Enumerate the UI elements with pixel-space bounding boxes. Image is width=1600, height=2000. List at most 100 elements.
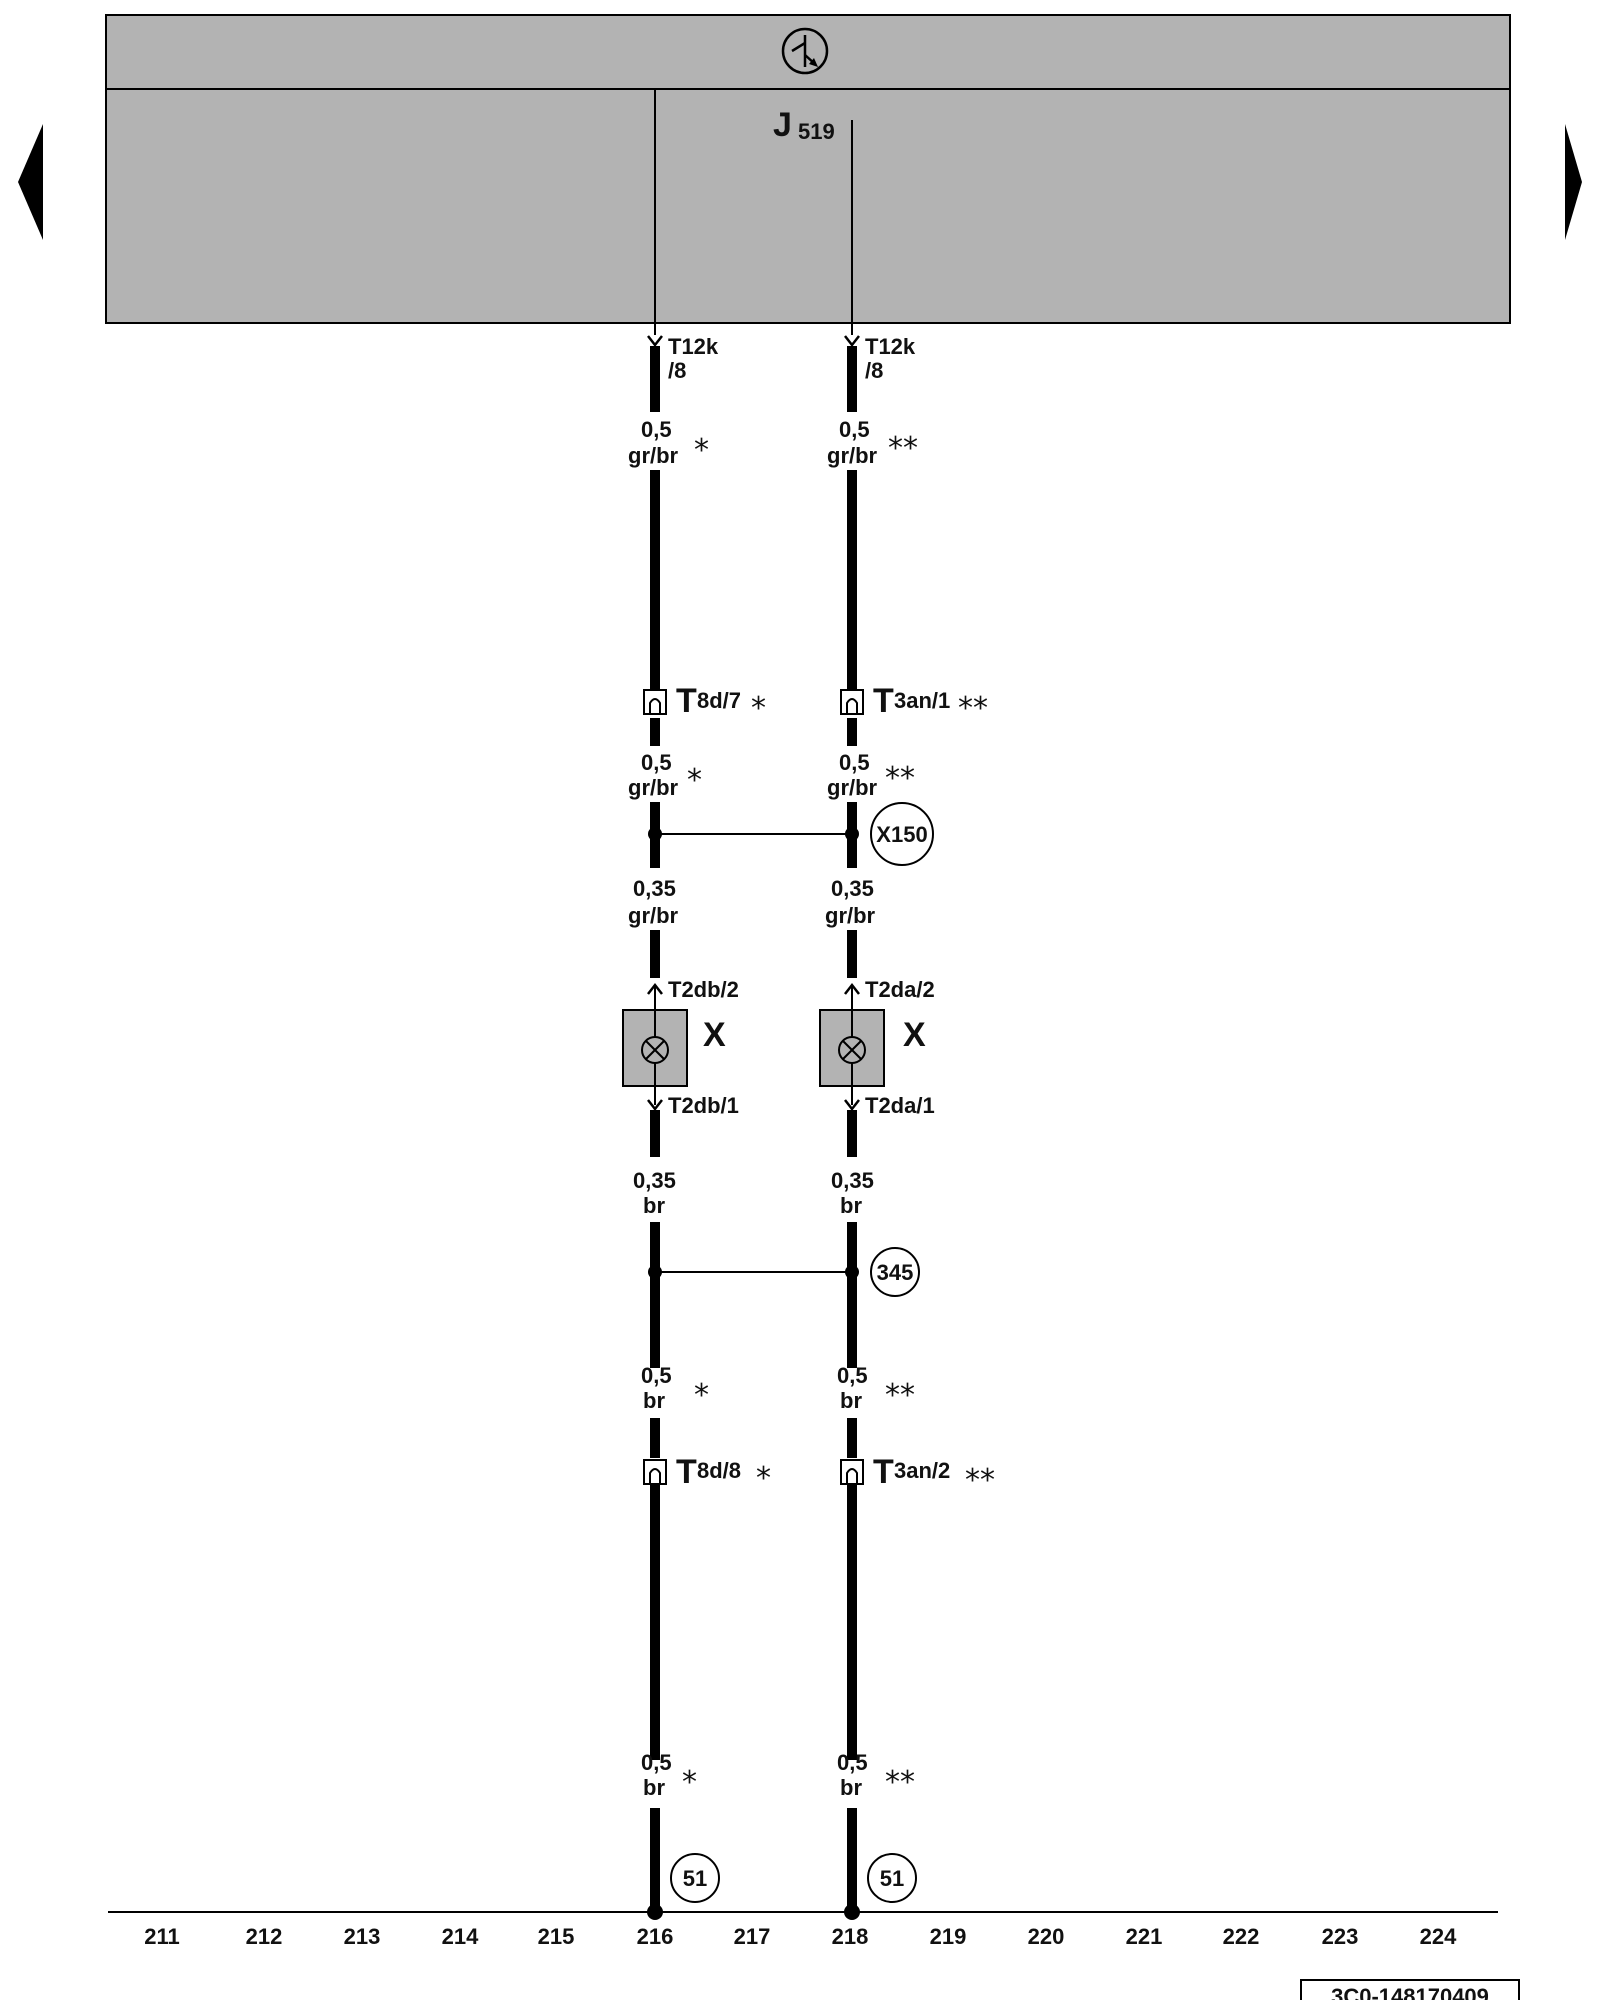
scale-number: 218	[832, 1924, 869, 1949]
wire-color: br	[840, 1388, 862, 1413]
scale-number: 214	[442, 1924, 479, 1949]
wire-size: 0,35	[831, 876, 874, 901]
variant-mark: **	[965, 1463, 995, 1498]
connector-letter: T	[873, 682, 894, 720]
ground-point-badge	[867, 1853, 917, 1903]
scale-number: 223	[1322, 1924, 1359, 1949]
pin-label: T12k	[865, 334, 916, 359]
pin-label: T2db/2	[668, 977, 739, 1002]
connector-icon	[840, 689, 864, 715]
wire-size: 0,5	[641, 1750, 672, 1775]
splice-label: X150	[876, 822, 927, 847]
pin-label: T2da/2	[865, 977, 935, 1002]
wire-color: br	[643, 1193, 665, 1218]
variant-mark: *	[694, 1378, 709, 1413]
splice-badge	[870, 1247, 920, 1297]
connector-letter: T	[676, 682, 697, 720]
variant-mark: **	[885, 1765, 915, 1800]
scale-number: 212	[246, 1924, 283, 1949]
wire-color: gr/br	[825, 903, 876, 928]
wire-size: 0,5	[837, 1363, 868, 1388]
connector-label: 3an/1	[894, 688, 950, 713]
splice-345: 345	[648, 1247, 920, 1297]
scale-number: 216	[637, 1924, 674, 1949]
pin-label: T12k	[668, 334, 719, 359]
wire-color: gr/br	[628, 775, 679, 800]
scale-number: 222	[1223, 1924, 1260, 1949]
pin-arrow-icon	[647, 1099, 663, 1112]
wire-color: br	[840, 1775, 862, 1800]
variant-mark: **	[885, 761, 915, 796]
splice-x150: X150	[648, 802, 934, 866]
control-module-box	[105, 14, 1511, 324]
junction-dot	[648, 1265, 662, 1279]
prev-page-arrow-icon[interactable]	[18, 124, 43, 240]
lamp-bulb-icon	[641, 1010, 669, 1086]
pin-label: T2da/1	[865, 1093, 935, 1118]
pin-number: /8	[865, 358, 883, 383]
control-module-j519: J 519	[105, 14, 1511, 324]
wire-size: 0,35	[831, 1168, 874, 1193]
variant-mark: *	[751, 691, 766, 726]
wire-size: 0,35	[633, 1168, 676, 1193]
position-scale: 211 212 213 214 215 216 217 218 219 220 221 222 223 2…	[144, 1924, 1457, 1949]
junction-dot	[845, 1265, 859, 1279]
pin-arrow-icon	[844, 335, 860, 348]
variant-mark: **	[885, 1378, 915, 1413]
module-name: J	[773, 106, 792, 144]
module-number: 519	[798, 119, 835, 144]
connector-label: 3an/2	[894, 1458, 950, 1483]
scale-number: 217	[734, 1924, 771, 1949]
splice-badge	[870, 802, 934, 866]
ground-point-label: 51	[683, 1866, 707, 1891]
wire-color: gr/br	[827, 443, 878, 468]
scale-number: 221	[1126, 1924, 1163, 1949]
wire-color: br	[643, 1775, 665, 1800]
connector-label: 8d/8	[697, 1458, 741, 1483]
scale-number: 213	[344, 1924, 381, 1949]
wire-color: gr/br	[628, 443, 679, 468]
lamp-label: X	[703, 1016, 726, 1054]
wire-left: T12k /8 0,5 gr/br * T 8d/7 * 0,5 gr/br *…	[622, 334, 771, 1920]
lamp-bulb-icon	[838, 1010, 866, 1086]
connector-letter: T	[873, 1453, 894, 1491]
wire-size: 0,5	[641, 417, 672, 442]
wire-color: br	[840, 1193, 862, 1218]
variant-mark: **	[888, 431, 918, 466]
wire-size: 0,5	[839, 750, 870, 775]
wire-size: 0,5	[641, 1363, 672, 1388]
diagram-id-box: 3C0-148170409	[1300, 1979, 1520, 2000]
scale-number: 211	[144, 1924, 180, 1949]
junction-dot	[845, 827, 859, 841]
connector-icon	[643, 1459, 667, 1485]
variant-mark: **	[958, 691, 988, 726]
scale-number: 220	[1028, 1924, 1065, 1949]
pin-label: T2db/1	[668, 1093, 739, 1118]
wire-color: gr/br	[827, 775, 878, 800]
ground-point-label: 51	[880, 1866, 904, 1891]
connector-label: 8d/7	[697, 688, 741, 713]
wire-color: gr/br	[628, 903, 679, 928]
pin-arrow-icon	[844, 1099, 860, 1112]
lamp-label: X	[903, 1016, 926, 1054]
connector-icon	[643, 689, 667, 715]
wire-size: 0,5	[837, 1750, 868, 1775]
junction-dot	[648, 827, 662, 841]
electronic-module-symbol-icon	[781, 27, 829, 75]
splice-label: 345	[877, 1260, 914, 1285]
pin-number: /8	[668, 358, 686, 383]
wire-right: T12k /8 0,5 gr/br ** T 3an/1 ** 0,5 gr/b…	[819, 334, 995, 1920]
ground-point-badge	[670, 1853, 720, 1903]
wire-size: 0,5	[839, 417, 870, 442]
scale-number: 219	[930, 1924, 967, 1949]
variant-mark: *	[687, 763, 702, 798]
scale-number: 215	[538, 1924, 575, 1949]
wire-size: 0,5	[641, 750, 672, 775]
variant-mark: *	[682, 1765, 697, 1800]
scale-number: 224	[1420, 1924, 1457, 1949]
connector-letter: T	[676, 1453, 697, 1491]
next-page-arrow-icon[interactable]	[1565, 124, 1582, 240]
diagram-id: 3C0-148170409	[1331, 1984, 1489, 2000]
variant-mark: *	[756, 1461, 771, 1496]
